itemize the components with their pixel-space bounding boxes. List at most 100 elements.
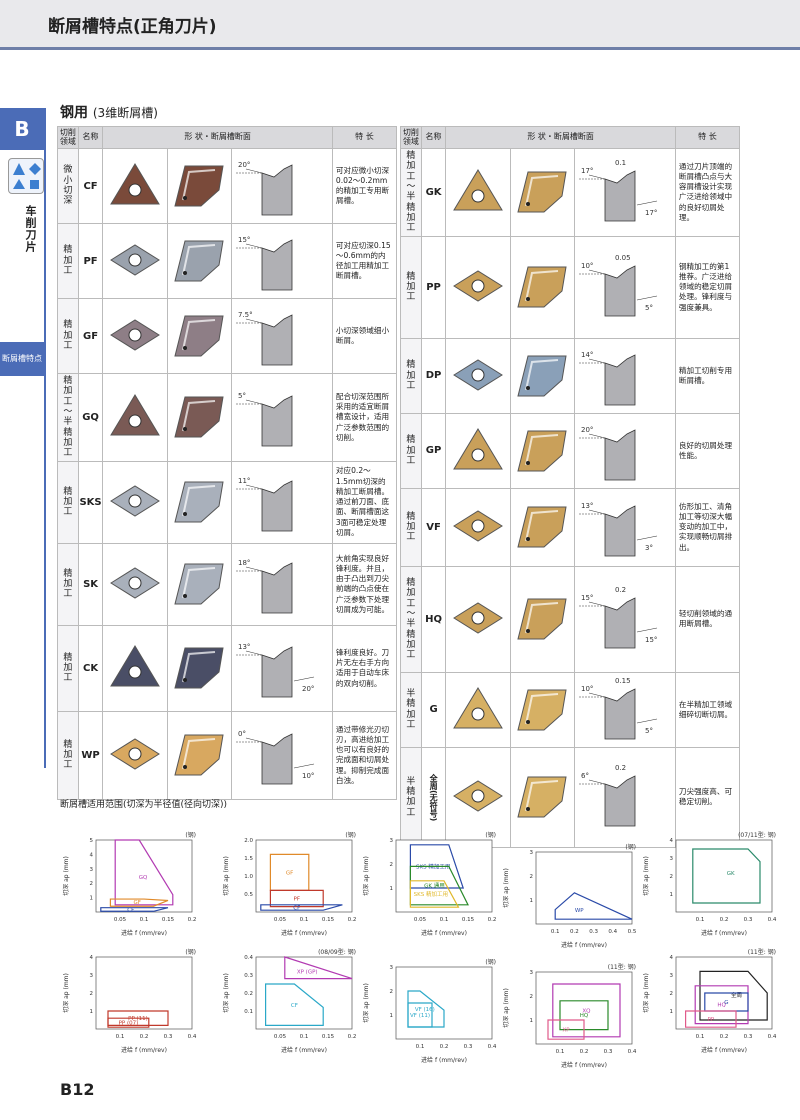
insert-cell <box>102 710 168 800</box>
section-cell: 20° <box>230 148 333 224</box>
y-axis-label: 切深 ap (mm) <box>502 988 510 1028</box>
breaker-section-diagram: 0°10° <box>235 730 314 785</box>
region-label: CF <box>127 907 134 913</box>
breaker-name: SK <box>77 542 104 626</box>
breaker-section-diagram: 5° <box>235 392 293 447</box>
section-cell: 14° <box>573 337 676 414</box>
breaker-closeup-image <box>174 734 224 776</box>
y-tick-label: 0.2 <box>244 991 253 997</box>
x-tick-label: 0.2 <box>570 929 579 935</box>
insert-cell <box>102 542 168 626</box>
x-tick-label: 0.5 <box>628 929 637 935</box>
breaker-name: GK <box>420 148 447 237</box>
rake-angle-label: 17° <box>581 167 593 175</box>
insert-image <box>453 780 503 812</box>
breaker-name: WP <box>77 710 104 800</box>
breaker-section-diagram: 14° <box>578 351 636 406</box>
rake-angle-label: 5° <box>238 392 246 400</box>
breaker-name: DP <box>420 337 447 414</box>
insert-cell <box>445 148 511 237</box>
y-axis-label: 切深 ap (mm) <box>222 856 230 896</box>
breaker-section-diagram: 10°5°0.15 <box>578 677 657 740</box>
plot-frame <box>255 839 353 913</box>
y-tick-label: 0.1 <box>244 1009 253 1015</box>
col-header-name: 名称 <box>420 126 447 149</box>
range-region <box>407 1002 433 1028</box>
x-axis-label: 进给 f (mm/rev) <box>281 929 327 937</box>
breaker-closeup-image <box>517 598 567 640</box>
region-label: VF (11) <box>410 1013 430 1019</box>
col-header-area: 切削领域 <box>57 126 79 149</box>
feature-description: 轻切削领域的通用断屑槽。 <box>674 565 741 673</box>
sidebar-item-active[interactable]: 断屑槽特点 <box>0 342 44 376</box>
y-tick-label: 3 <box>390 965 394 971</box>
insert-image <box>453 510 503 542</box>
y-tick-label: 4 <box>670 838 674 844</box>
rake-angle-label: 10° <box>581 262 593 270</box>
cutting-area: 精加工 <box>400 337 422 414</box>
y-tick-label: 2 <box>670 874 674 880</box>
land-width-label: 0.2 <box>615 764 626 772</box>
chart-tag: (11型: 钢) <box>748 948 776 956</box>
closeup-cell <box>509 337 575 414</box>
x-tick-label: 0.2 <box>440 1044 449 1050</box>
y-tick-label: 2 <box>530 874 534 880</box>
x-tick-label: 0.2 <box>140 1034 149 1040</box>
region-label: PP (11) <box>128 1016 148 1022</box>
insert-image <box>110 485 160 517</box>
chart-tag: (钢) <box>485 831 496 839</box>
region-label: G <box>724 1000 728 1006</box>
range-region <box>704 992 749 1012</box>
cutting-area: 精加工～半精加工 <box>400 148 422 237</box>
x-tick-label: 0.3 <box>604 1049 613 1055</box>
region-label: GK <box>727 871 735 877</box>
x-tick-label: 0.2 <box>720 1034 729 1040</box>
breaker-closeup-image <box>174 481 224 523</box>
insert-image <box>453 169 503 211</box>
rake-angle-label: 0° <box>238 730 246 738</box>
x-tick-label: 0.05 <box>274 917 287 923</box>
x-tick-label: 0.4 <box>608 929 617 935</box>
x-tick-label: 0.4 <box>488 1044 497 1050</box>
chart-tag: (钢) <box>625 843 636 851</box>
closeup-cell <box>509 412 575 489</box>
breaker-section-diagram: 17°17°0.1 <box>578 159 657 222</box>
x-tick-label: 0.1 <box>416 1044 425 1050</box>
range-region <box>109 898 169 907</box>
x-tick-label: 0.05 <box>274 1034 287 1040</box>
cutting-area: 精加工 <box>400 487 422 567</box>
feature-description: 通过刀片顶端的断屑槽凸点与大容屑槽设计实现广泛进给领域中的良好切屑处理。 <box>674 148 741 237</box>
y-tick-label: 2 <box>90 881 94 887</box>
cutting-area: 精加工 <box>57 624 79 712</box>
y-tick-label: 1 <box>390 886 394 892</box>
breaker-section-diagram: 6°0.2 <box>578 764 636 827</box>
region-label: PP <box>707 1017 714 1023</box>
chart-tag: (07/11型: 钢) <box>738 831 776 839</box>
region-label: CF <box>293 906 300 912</box>
section-cell: 18° <box>230 542 333 626</box>
insert-image <box>453 602 503 634</box>
cutting-area: 半精加工 <box>400 746 422 848</box>
sidebar-letter-b[interactable]: B <box>0 108 44 150</box>
closeup-cell <box>166 223 232 299</box>
y-tick-label: 2 <box>670 991 674 997</box>
chart-tag: (11型: 钢) <box>608 963 636 971</box>
plot-frame <box>95 956 193 1030</box>
y-tick-label: 5 <box>90 838 94 844</box>
secondary-angle-label: 20° <box>302 685 314 693</box>
breaker-section-diagram: 11° <box>235 477 293 532</box>
closeup-cell <box>509 746 575 848</box>
breaker-name: VF <box>420 487 447 567</box>
breaker-closeup-image <box>517 506 567 548</box>
secondary-angle-label: 5° <box>645 727 653 735</box>
section-cell: 7.5° <box>230 298 333 374</box>
region-label: XP (GP) <box>297 969 318 975</box>
